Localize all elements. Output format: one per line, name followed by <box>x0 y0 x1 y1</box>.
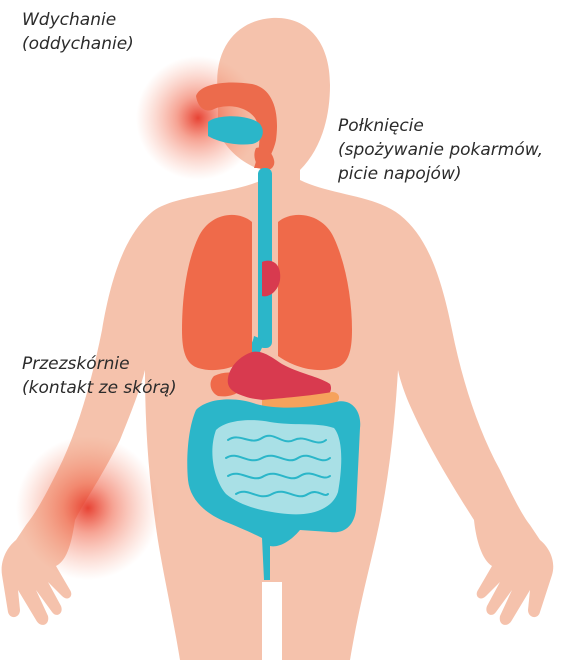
ingestion-label-line3: picie napojów) <box>338 162 543 186</box>
ingestion-label-line1: Połknięcie <box>338 114 543 138</box>
inhalation-label-line1: Wdychanie <box>22 8 134 32</box>
skin-label-line2: (kontakt ze skórą) <box>22 376 177 400</box>
skin-contact-label: Przezskórnie (kontakt ze skórą) <box>22 352 177 400</box>
inhalation-label-line2: (oddychanie) <box>22 32 134 56</box>
inhalation-label: Wdychanie (oddychanie) <box>22 8 134 56</box>
ingestion-label-line2: (spożywanie pokarmów, <box>338 138 543 162</box>
skin-label-line1: Przezskórnie <box>22 352 177 376</box>
ingestion-label: Połknięcie (spożywanie pokarmów, picie n… <box>338 114 543 186</box>
skin-glow <box>16 436 160 580</box>
body-gap <box>262 582 282 660</box>
